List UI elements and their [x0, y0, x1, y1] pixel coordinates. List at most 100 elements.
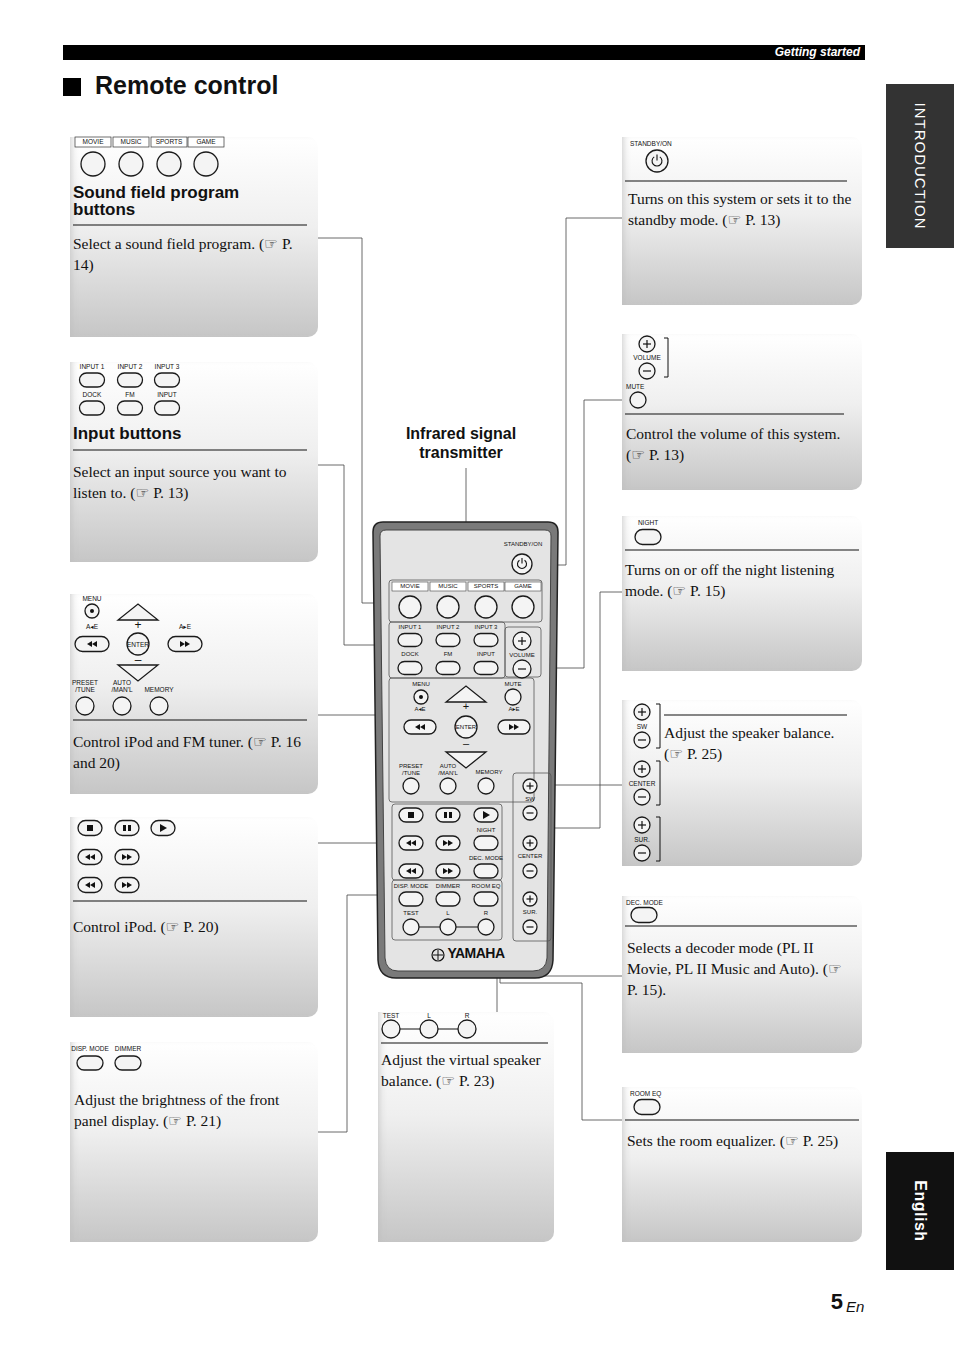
symbol — [127, 854, 132, 860]
symbol — [122, 854, 127, 860]
button-label: YAMAHA — [447, 946, 504, 961]
line — [625, 180, 847, 181]
button-label: DIMMER — [436, 883, 460, 890]
button — [474, 662, 498, 675]
callout-box: VOLUMEMUTEControl the volume of this sys… — [622, 334, 862, 490]
button — [474, 836, 498, 850]
button-group — [389, 580, 542, 622]
button — [634, 817, 650, 833]
button-label: PRESET /TUNE — [69, 679, 101, 693]
button — [440, 778, 456, 794]
symbol — [90, 882, 95, 888]
button-label: CENTER — [629, 780, 656, 787]
button — [115, 878, 139, 893]
button-label: FM — [125, 391, 134, 398]
button — [382, 1020, 400, 1038]
line — [643, 370, 651, 371]
drawing-part — [73, 821, 307, 902]
button — [119, 152, 143, 176]
button-label: ENTER — [456, 724, 476, 731]
button — [505, 689, 521, 705]
button — [77, 1056, 103, 1070]
button-icons — [70, 362, 318, 562]
symbol — [122, 882, 127, 888]
button-label: SPORTS — [474, 583, 499, 590]
button — [78, 821, 102, 836]
button — [436, 892, 460, 906]
button-label: MOVIE — [400, 583, 419, 590]
language-tab-label: English — [911, 1180, 929, 1241]
section-tab-label: INTRODUCTION — [912, 103, 929, 230]
button-label: STANDBY/ON — [630, 140, 672, 147]
description-text: Select an input source you want to liste… — [73, 462, 308, 504]
button-label: MUSIC — [121, 138, 142, 145]
logo-emblem — [432, 949, 444, 961]
button-group — [392, 804, 502, 880]
button — [85, 604, 99, 618]
description-text: Control iPod and FM tuner. (☞ P. 16 and … — [73, 732, 308, 774]
button-label: INPUT 1 — [80, 363, 105, 370]
description-text: Turns on or off the night listening mode… — [625, 560, 857, 602]
header-bar — [63, 45, 865, 60]
button-label: SW — [525, 796, 535, 803]
tag-frame — [151, 137, 187, 147]
button — [398, 634, 422, 647]
button — [474, 634, 498, 647]
button — [639, 336, 655, 352]
button-label: VOLUME — [633, 354, 660, 361]
symbol — [444, 812, 447, 818]
section-tab — [886, 84, 954, 248]
drawing-part — [625, 150, 847, 181]
leader-line — [534, 218, 622, 565]
button — [523, 864, 537, 878]
button — [478, 919, 494, 935]
button-label: ENTER — [127, 641, 149, 648]
button — [150, 697, 168, 715]
description-text: Adjust the brightness of the front panel… — [74, 1090, 306, 1132]
arrow-button — [118, 665, 158, 681]
button — [155, 373, 180, 387]
button-group — [389, 622, 505, 678]
button — [634, 1100, 660, 1115]
heading-text: Sound field program buttons — [73, 184, 278, 218]
button-label: DOCK — [83, 391, 102, 398]
line — [529, 896, 530, 903]
button-icons — [70, 817, 318, 1017]
button — [631, 908, 657, 923]
button-label: + — [463, 700, 469, 712]
description-text: Sets the room equalizer. (☞ P. 25) — [627, 1131, 855, 1152]
drawing-part — [625, 908, 857, 927]
tag-frame — [468, 582, 504, 591]
line — [73, 224, 307, 225]
language-tab — [886, 1152, 954, 1270]
button-label: L — [446, 910, 449, 917]
line — [646, 340, 647, 348]
button — [634, 732, 650, 748]
button-label: A◂E — [86, 623, 98, 630]
symbol — [419, 695, 423, 699]
symbol — [85, 882, 90, 888]
tag-frame — [430, 582, 466, 591]
tag-frame — [505, 582, 541, 591]
button — [414, 690, 428, 704]
button — [399, 864, 423, 878]
button — [523, 836, 537, 850]
button-label: INPUT 2 — [118, 363, 143, 370]
button-label: INPUT 3 — [475, 624, 498, 631]
line — [529, 783, 530, 790]
button-label: MENU — [412, 681, 430, 688]
callout-box: SWCENTERSUR.Adjust the speaker balance. … — [622, 700, 862, 866]
drawing-part — [625, 336, 844, 414]
line — [73, 449, 307, 450]
button-label: DISP. MODE — [394, 883, 429, 890]
button-label: R — [465, 1012, 470, 1019]
callout-box: DISP. MODEDIMMERAdjust the brightness of… — [70, 1042, 318, 1242]
button — [513, 632, 531, 650]
drawing-part — [381, 1020, 548, 1043]
symbol — [180, 641, 185, 647]
line — [625, 1119, 859, 1120]
line — [527, 870, 534, 871]
leader-line — [552, 785, 622, 786]
line — [625, 413, 844, 414]
button — [78, 878, 102, 893]
